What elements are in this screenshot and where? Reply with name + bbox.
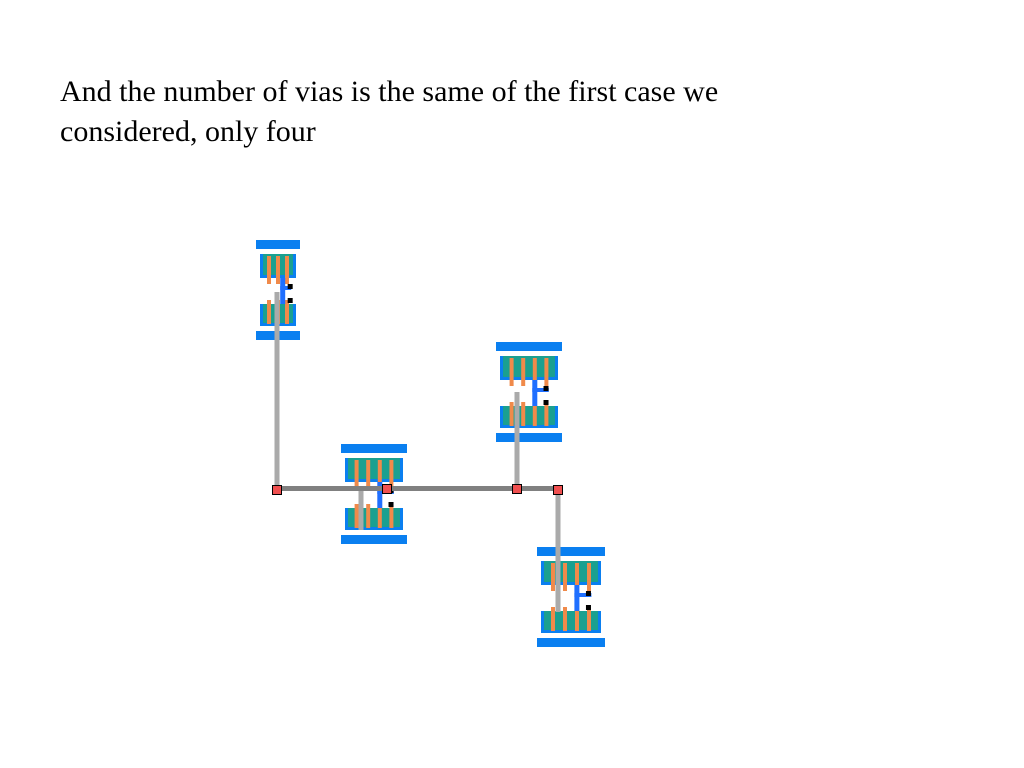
poly-finger-bottom [563,607,567,631]
cell-top-bar [537,547,605,556]
diffusion-edge-bottom [500,377,558,380]
wire-vertical [274,292,280,490]
diffusion-edge-left [500,356,503,380]
via [512,484,522,494]
diffusion-edge-right [555,356,558,380]
cells-layer [256,240,605,647]
cell-d [537,547,605,647]
cell-bottom-bar [496,433,562,442]
diffusion-edge-right [293,254,296,278]
diffusion-lower [541,611,601,633]
diffusion-edge-left [260,304,263,326]
metal-route-stub [574,593,592,597]
poly-finger-top [377,460,382,488]
contact [543,386,549,391]
contact [388,502,394,507]
cell-b [496,342,562,442]
metal-route-stub [280,286,292,290]
diffusion-lower [345,508,403,530]
poly-finger-bottom [509,402,514,426]
text-line-2: considered, only four [60,115,316,148]
cell-c [341,444,407,544]
via [553,485,563,495]
diffusion-edge-bottom [541,582,601,585]
diffusion-edge-left [541,561,544,585]
diffusion-edge-right [598,561,601,585]
diffusion-upper [345,458,403,482]
diffusion-edge-left [345,508,348,530]
diffusion-upper [500,356,558,380]
contact [543,400,549,405]
poly-finger-bottom [532,402,537,426]
metal-route [574,585,580,611]
poly-finger-top [587,563,591,591]
diffusion-edge-bottom [500,425,558,428]
metal-route [280,278,286,304]
cell-top-bar [341,444,407,453]
diffusion-edge-right [598,611,601,633]
text-line-1: And the number of vias is the same of th… [60,75,719,108]
poly-finger-top [551,563,555,591]
poly-finger-bottom [575,607,579,631]
wires-layer [274,292,561,612]
cell-bottom-bar [537,638,605,647]
poly-finger-top [521,358,526,386]
contact [585,591,591,596]
diffusion-upper [541,561,601,585]
poly-finger-bottom [587,607,591,631]
diffusion-edge-bottom [345,479,403,482]
poly-finger-bottom [389,504,394,528]
diffusion-edge-right [400,508,403,530]
diffusion-edge-bottom [541,630,601,633]
cell-bottom-bar [341,535,407,544]
diffusion-edge-left [345,458,348,482]
metal-route [377,482,383,508]
metal-route [532,380,538,406]
metal-route-stub [532,388,549,392]
poly-finger-top [544,358,549,386]
diffusion-edge-right [400,458,403,482]
poly-finger-top [389,460,394,488]
diffusion-edge-bottom [345,527,403,530]
slide-text: And the number of vias is the same of th… [60,72,920,152]
poly-finger-bottom [377,504,382,528]
poly-finger-bottom [285,300,289,324]
poly-finger-bottom [366,504,371,528]
poly-finger-top [509,358,514,386]
poly-finger-top [267,256,271,284]
poly-finger-top [354,460,359,488]
diffusion-lower [500,406,558,428]
poly-finger-bottom [267,300,271,324]
poly-finger-top [575,563,579,591]
vias-layer [272,484,563,495]
wire-horizontal [277,486,558,491]
wire-vertical [555,490,561,612]
poly-finger-top [532,358,537,386]
via [382,484,392,494]
diffusion-edge-right [293,304,296,326]
poly-finger-bottom [544,402,549,426]
contact [287,284,293,289]
poly-finger-top [366,460,371,488]
poly-finger-bottom [354,504,359,528]
diffusion-edge-left [260,254,263,278]
contact [287,298,293,303]
wire-vertical [358,490,364,530]
contact [585,605,591,610]
cell-top-bar [256,240,300,249]
cell-top-bar [496,342,562,351]
diffusion-edge-right [555,406,558,428]
diffusion-edge-left [500,406,503,428]
via [272,485,282,495]
wire-vertical [514,392,520,490]
poly-finger-top [276,256,280,284]
diffusion-edge-left [541,611,544,633]
poly-finger-top [285,256,289,284]
poly-finger-bottom [521,402,526,426]
poly-finger-top [563,563,567,591]
poly-finger-bottom [551,607,555,631]
